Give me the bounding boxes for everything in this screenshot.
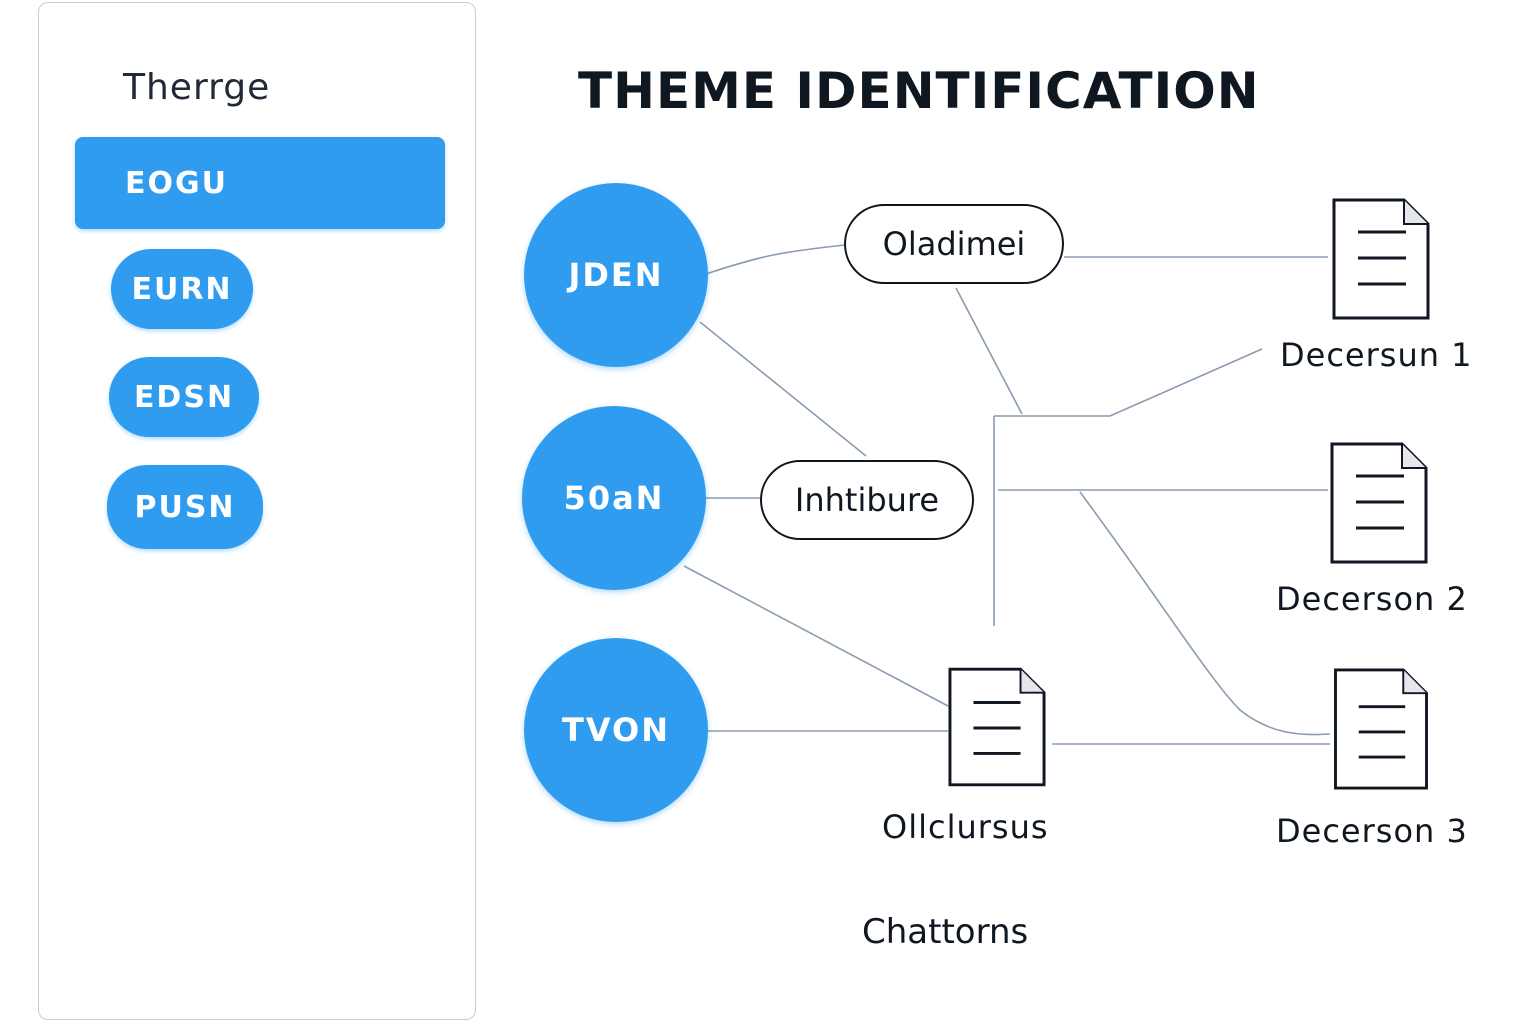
concept-node-inhtibure[interactable]: Inhtibure (760, 460, 974, 540)
theme-node-tvon[interactable]: TVON (524, 638, 708, 822)
edge-soan-ollclursus (683, 565, 949, 707)
page-title: THEME IDENTIFICATION (578, 62, 1260, 120)
theme-node-jden[interactable]: JDEN (524, 183, 708, 367)
edge-branch-doc3 (1079, 491, 1331, 736)
document-label-1: Decersun 1 (1280, 336, 1473, 374)
sidebar-button-4[interactable]: PUSN (107, 465, 263, 549)
sidebar-title: Therrge (123, 67, 271, 108)
sidebar-button-3[interactable]: EDSN (109, 357, 259, 437)
document-icon (948, 667, 1046, 787)
theme-node-soan[interactable]: 50aN (522, 406, 706, 590)
sidebar: Therrge EOGU EURN EDSN PUSN (38, 2, 476, 1020)
edge-oladimei-hub (955, 287, 1023, 415)
sidebar-button-2[interactable]: EURN (111, 249, 253, 329)
document-icon (1332, 198, 1430, 320)
document-label-ollclursus: Ollclursus (882, 808, 1049, 846)
edge-hub-decersun1 (994, 348, 1263, 417)
edge-jden-oladimei (705, 244, 846, 275)
document-icon (1330, 442, 1428, 564)
sidebar-button-1[interactable]: EOGU (75, 137, 445, 229)
edge-jden-inhtibure (699, 321, 867, 457)
footer-label: Chattorns (862, 912, 1029, 952)
document-label-3: Decerson 3 (1276, 812, 1468, 850)
document-label-2: Decerson 2 (1276, 580, 1468, 618)
concept-node-oladimei[interactable]: Oladimei (844, 204, 1064, 284)
document-icon (1334, 668, 1428, 790)
